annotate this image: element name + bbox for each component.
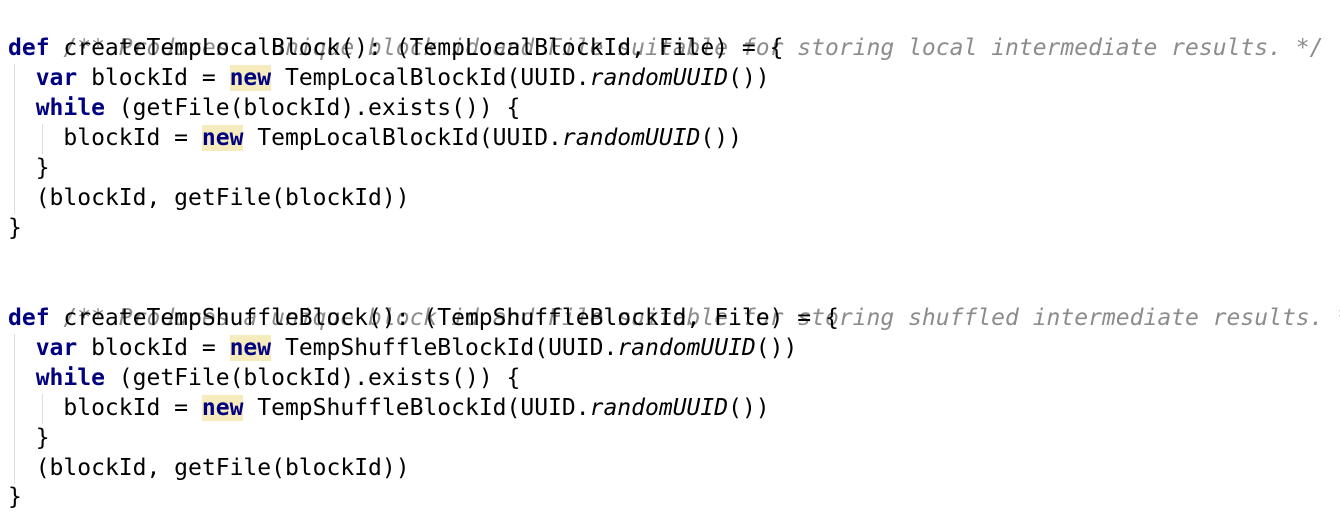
method-signature: createTempLocalBlock(): (TempLocalBlockI…: [49, 35, 784, 61]
code-text: (blockId, getFile(blockId)): [35, 185, 410, 211]
doc-comment: /** Produces a unique block id and File …: [63, 35, 1324, 61]
code-text: (blockId, getFile(blockId)): [35, 455, 410, 481]
keyword-new-highlighted: new: [201, 125, 244, 151]
keyword-def: def: [8, 35, 50, 61]
keyword-var: var: [35, 335, 78, 361]
doc-comment: /** Produces a unique block id and File …: [63, 305, 1340, 331]
brace: }: [8, 215, 22, 241]
code-line-close-inner: }: [8, 153, 50, 183]
brace: }: [35, 425, 50, 451]
indent-guide: [42, 124, 43, 154]
code-text: ()): [755, 335, 798, 361]
code-line-while: while (getFile(blockId).exists()) {: [8, 363, 521, 393]
code-text: TempLocalBlockId(UUID.: [243, 125, 562, 151]
code-text: TempShuffleBlockId(UUID.: [271, 335, 618, 361]
keyword-new-highlighted: new: [229, 335, 272, 361]
code-text: ()): [700, 125, 742, 151]
code-line-doc-comment: /** Produces a unique block id and File …: [8, 273, 1340, 331]
indent-guide: [42, 394, 43, 424]
keyword-new-highlighted: new: [229, 65, 272, 91]
keyword-while: while: [35, 365, 105, 391]
code-line-def: def createTempShuffleBlock(): (TempShuff…: [8, 303, 839, 333]
keyword-def: def: [8, 305, 50, 331]
code-text: blockId =: [77, 65, 230, 91]
code-line-close-inner: }: [8, 423, 50, 453]
code-line-return: (blockId, getFile(blockId)): [8, 453, 410, 483]
code-text: (getFile(blockId).exists()) {: [104, 365, 521, 391]
code-text: ()): [728, 65, 770, 91]
code-line-def: def createTempLocalBlock(): (TempLocalBl…: [8, 33, 783, 63]
code-line-while: while (getFile(blockId).exists()) {: [8, 93, 521, 123]
brace: }: [35, 155, 50, 181]
code-line-close-outer: }: [8, 482, 22, 512]
code-text: (getFile(blockId).exists()) {: [104, 95, 521, 121]
code-text: ()): [728, 395, 770, 421]
method-call-italic: randomUUID: [617, 335, 756, 361]
method-call-italic: randomUUID: [589, 65, 729, 91]
indent-guide: [14, 64, 15, 214]
keyword-while: while: [35, 95, 105, 121]
method-call-italic: randomUUID: [589, 395, 729, 421]
code-text: TempShuffleBlockId(UUID.: [243, 395, 590, 421]
code-text: blockId =: [77, 335, 230, 361]
code-line-return: (blockId, getFile(blockId)): [8, 183, 410, 213]
keyword-new-highlighted: new: [201, 395, 244, 421]
code-line-assign: blockId = new TempShuffleBlockId(UUID.ra…: [8, 393, 770, 423]
code-line-var: var blockId = new TempShuffleBlockId(UUI…: [8, 333, 797, 363]
code-line-assign: blockId = new TempLocalBlockId(UUID.rand…: [8, 123, 742, 153]
method-signature: createTempShuffleBlock(): (TempShuffleBl…: [49, 305, 839, 331]
method-call-italic: randomUUID: [561, 125, 701, 151]
code-text: blockId =: [63, 395, 202, 421]
brace: }: [8, 484, 22, 510]
code-text: blockId =: [63, 125, 202, 151]
keyword-var: var: [35, 65, 78, 91]
code-text: TempLocalBlockId(UUID.: [271, 65, 590, 91]
code-line-var: var blockId = new TempLocalBlockId(UUID.…: [8, 63, 770, 93]
code-line-doc-comment: /** Produces a unique block id and File …: [8, 3, 1323, 61]
indent-guide: [14, 334, 15, 484]
code-line-close-outer: }: [8, 213, 22, 243]
